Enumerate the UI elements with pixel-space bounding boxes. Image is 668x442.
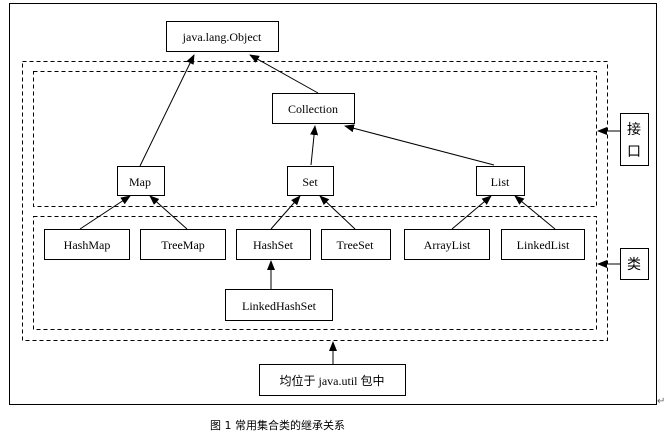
- node-list: List: [476, 166, 525, 196]
- interface-label-top: 接: [627, 121, 641, 138]
- package-note-label: 均位于 java.util 包中: [280, 373, 385, 388]
- node-hashmap-label: HashMap: [64, 238, 111, 252]
- interface-label-bottom: 口: [627, 144, 641, 160]
- node-linkedhashset-label: LinkedHashSet: [242, 299, 317, 313]
- edge-arraylist-list: [451, 195, 492, 230]
- node-collection: Collection: [272, 93, 355, 124]
- class-label: 类: [627, 257, 641, 273]
- paragraph-mark: ↵: [657, 396, 665, 407]
- outer-frame: [9, 3, 657, 405]
- node-linkedlist: LinkedList: [501, 229, 585, 260]
- node-set: Set: [287, 166, 334, 196]
- node-hashset: HashSet: [236, 229, 311, 260]
- interface-side-box: 接 口: [620, 113, 649, 166]
- node-treeset-label: TreeSet: [337, 238, 375, 252]
- edge-treemap-map: [149, 195, 188, 230]
- interface-dashed-frame: [33, 71, 597, 207]
- node-object: java.lang.Object: [166, 21, 279, 52]
- class-side-box: 类: [620, 248, 649, 280]
- node-map: Map: [117, 166, 165, 196]
- node-hashset-label: HashSet: [253, 238, 294, 252]
- node-object-label: java.lang.Object: [182, 30, 262, 44]
- node-collection-label: Collection: [288, 102, 338, 116]
- edge-treeset-set: [319, 195, 356, 230]
- node-set-label: Set: [302, 175, 318, 189]
- node-hashmap: HashMap: [44, 229, 130, 260]
- node-map-label: Map: [129, 175, 151, 189]
- node-list-label: List: [491, 175, 510, 189]
- node-treeset: TreeSet: [321, 229, 391, 260]
- figure-caption: 图 1 常用集合类的继承关系: [210, 418, 345, 432]
- edge-set-collection: [310, 125, 319, 166]
- node-arraylist: ArrayList: [404, 229, 490, 260]
- node-arraylist-label: ArrayList: [424, 238, 471, 252]
- util-package-dashed-frame: [22, 61, 608, 341]
- edge-linkedlist-list: [514, 195, 556, 230]
- class-dashed-frame: [33, 216, 597, 330]
- edge-hashset-set: [270, 195, 301, 230]
- edge-collection-object: [249, 54, 319, 94]
- edge-map-object: [139, 54, 195, 167]
- node-package-note: 均位于 java.util 包中: [259, 364, 406, 396]
- node-linkedlist-label: LinkedList: [517, 238, 570, 252]
- node-treemap-label: TreeMap: [161, 238, 205, 252]
- edge-list-collection: [344, 124, 495, 166]
- node-linkedhashset: LinkedHashSet: [225, 289, 333, 321]
- edge-hashmap-map: [79, 195, 131, 230]
- node-treemap: TreeMap: [140, 229, 226, 260]
